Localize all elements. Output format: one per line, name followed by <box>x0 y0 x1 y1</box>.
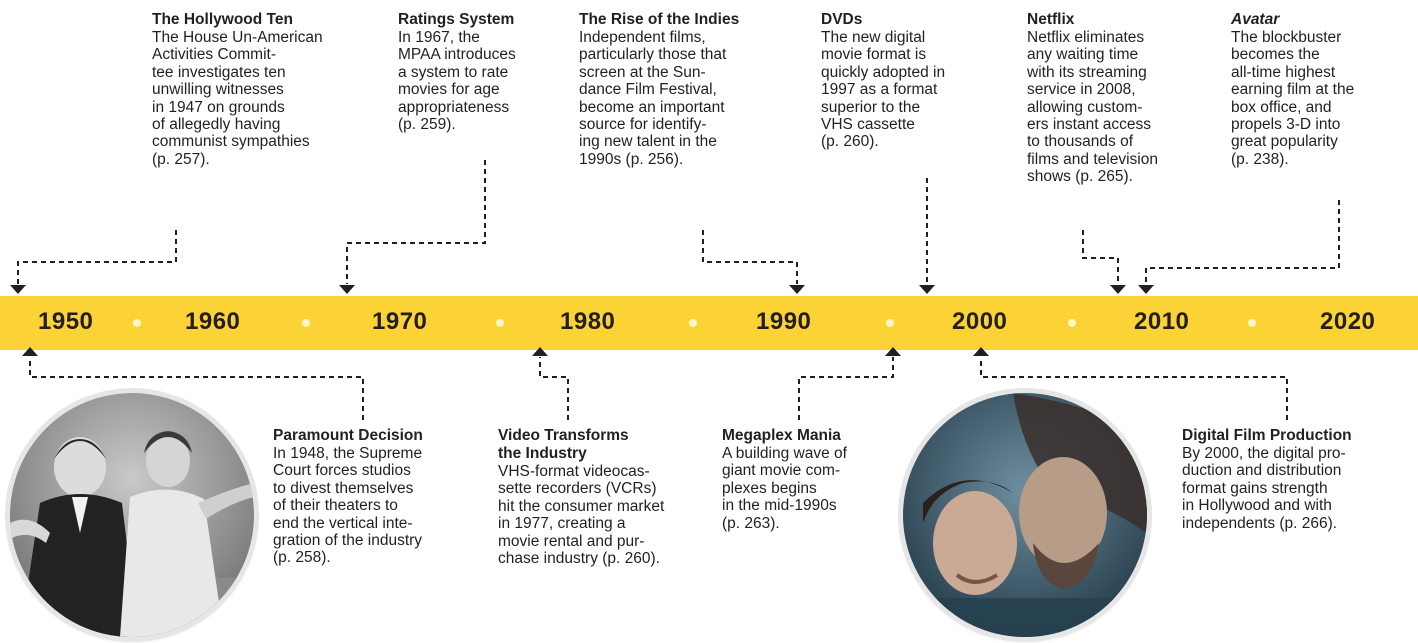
separator-dot <box>1248 319 1256 327</box>
event-title: Avatar <box>1231 11 1280 28</box>
arrow-down-icon <box>919 285 935 294</box>
event-title: Ratings System <box>398 11 515 28</box>
separator-dot <box>689 319 697 327</box>
event-title: Netflix <box>1027 11 1075 28</box>
film-still-image <box>903 393 1147 637</box>
film-still-photo-right <box>903 393 1147 637</box>
event-title: The Rise of the Indies <box>579 11 740 28</box>
connector-ratings-system <box>346 160 486 284</box>
year-label: 1970 <box>372 308 428 335</box>
connector-netflix <box>1082 230 1119 284</box>
arrow-up-icon <box>22 347 38 356</box>
event-description: The House Un-American Activities Commit-… <box>152 29 323 168</box>
event-digital-film-production: Digital Film Production By 2000, the dig… <box>1182 427 1412 532</box>
connector-hollywood-ten <box>17 230 177 284</box>
event-title: DVDs <box>821 11 863 28</box>
event-dvds: DVDs The new digital movie format is qui… <box>821 11 971 151</box>
event-description: VHS-format videocas- sette recorders (VC… <box>498 463 665 568</box>
year-label: 2020 <box>1320 308 1376 335</box>
event-title: The Hollywood Ten <box>152 11 293 28</box>
event-description: Netflix eliminates any waiting time with… <box>1027 29 1158 186</box>
event-description: Independent films, particularly those th… <box>579 29 727 168</box>
arrow-down-icon <box>339 285 355 294</box>
connector-megaplex <box>798 357 894 420</box>
arrow-down-icon <box>1110 285 1126 294</box>
event-title: Video Transforms the Industry <box>498 427 629 462</box>
connector-rise-of-indies <box>702 230 798 284</box>
separator-dot <box>1068 319 1076 327</box>
event-description: The new digital movie format is quickly … <box>821 29 946 151</box>
event-title: Paramount Decision <box>273 427 423 444</box>
event-hollywood-ten: The Hollywood Ten The House Un-American … <box>152 11 377 168</box>
connector-paramount <box>29 357 364 420</box>
arrow-up-icon <box>532 347 548 356</box>
event-netflix: Netflix Netflix eliminates any waiting t… <box>1027 11 1197 186</box>
arrow-up-icon <box>973 347 989 356</box>
separator-dot <box>302 319 310 327</box>
event-description: The blockbuster becomes the all-time hig… <box>1231 29 1355 168</box>
connector-digital <box>980 357 1288 420</box>
event-rise-of-indies: The Rise of the Indies Independent films… <box>579 11 779 168</box>
event-paramount-decision: Paramount Decision In 1948, the Supreme … <box>273 427 473 567</box>
connector-video <box>539 357 569 420</box>
separator-dot <box>496 319 504 327</box>
arrow-down-icon <box>789 285 805 294</box>
arrow-up-icon <box>885 347 901 356</box>
year-label: 1990 <box>756 308 812 335</box>
event-description: By 2000, the digital pro- duction and di… <box>1182 445 1346 532</box>
event-description: A building wave of giant movie com- plex… <box>722 445 847 532</box>
year-label: 2000 <box>952 308 1008 335</box>
event-description: In 1948, the Supreme Court forces studio… <box>273 445 423 567</box>
event-ratings-system: Ratings System In 1967, the MPAA introdu… <box>398 11 558 133</box>
year-label: 2010 <box>1134 308 1190 335</box>
event-megaplex-mania: Megaplex Mania A building wave of giant … <box>722 427 887 532</box>
event-description: In 1967, the MPAA introduces a system to… <box>398 29 516 134</box>
separator-dot <box>886 319 894 327</box>
year-label: 1950 <box>38 308 94 335</box>
event-title: Megaplex Mania <box>722 427 841 444</box>
film-still-photo-left <box>10 393 254 637</box>
event-avatar: Avatar The blockbuster becomes the all-t… <box>1231 11 1416 168</box>
connector-avatar <box>1145 200 1340 284</box>
separator-dot <box>133 319 141 327</box>
arrow-down-icon <box>1138 285 1154 294</box>
film-still-image <box>10 393 254 637</box>
event-video-transforms: Video Transforms the Industry VHS-format… <box>498 427 713 567</box>
timeline-bar: 1950 1960 1970 1980 1990 2000 2010 2020 <box>0 296 1418 350</box>
arrow-down-icon <box>10 285 26 294</box>
event-title: Digital Film Production <box>1182 427 1352 444</box>
year-label: 1960 <box>185 308 241 335</box>
year-label: 1980 <box>560 308 616 335</box>
